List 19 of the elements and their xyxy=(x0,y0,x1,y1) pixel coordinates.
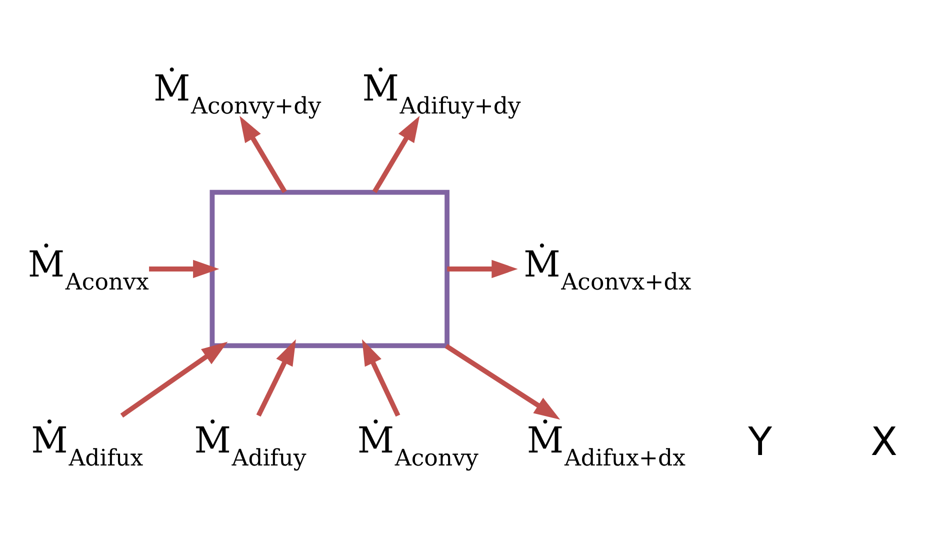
arrow xyxy=(240,115,287,193)
node-text: Ṁ$_{Adifuy}$ xyxy=(194,420,306,472)
node-text: Ṁ$_{Adifux}$ xyxy=(31,420,144,472)
arrow xyxy=(120,341,228,418)
node-text: Ṁ$_{Aconvx}$ xyxy=(28,244,149,295)
node-text: Ṁ$_{Aconvy+dy}$ xyxy=(154,68,322,119)
node-text: Ṁ$_{Aconvx+dx}$ xyxy=(524,244,692,295)
node-box xyxy=(210,189,450,348)
label: X xyxy=(870,420,898,465)
arrow xyxy=(149,259,220,278)
arrow xyxy=(362,338,400,416)
arrow xyxy=(447,259,518,278)
arrow xyxy=(372,115,420,193)
arrow xyxy=(256,338,296,416)
node-text: Ṁ$_{Aconvy}$ xyxy=(357,420,478,472)
label: Y xyxy=(748,420,772,465)
arrow xyxy=(444,343,560,420)
node-text: Ṁ$_{Adifux+dx}$ xyxy=(526,420,686,472)
node-text: Ṁ$_{Adifuy+dy}$ xyxy=(362,68,521,119)
